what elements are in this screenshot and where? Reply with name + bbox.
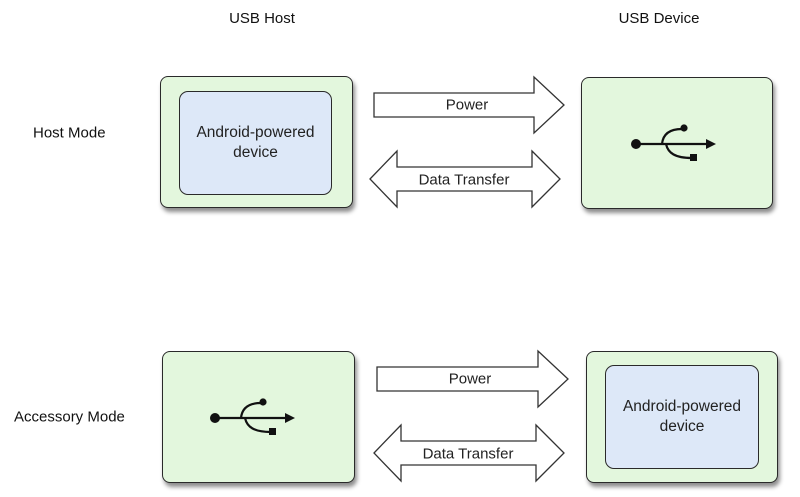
usb-icon	[210, 398, 295, 435]
data-transfer-arrow-label-accessory: Data Transfer	[422, 445, 514, 463]
column-label-usb-host: USB Host	[229, 10, 295, 27]
power-arrow-label: Power	[445, 96, 489, 114]
android-device-box: Android-powered device	[179, 91, 332, 195]
power-arrow-label-accessory: Power	[448, 370, 492, 388]
power-arrow	[373, 75, 565, 135]
android-device-label-line2: device	[659, 418, 705, 435]
row-label-host-mode: Host Mode	[33, 124, 106, 142]
usb-host-box: Android-powered device	[160, 76, 353, 208]
data-transfer-arrow	[369, 149, 561, 209]
android-device-label-line2: device	[233, 144, 278, 161]
power-arrow-accessory	[376, 349, 569, 409]
row-label-accessory-mode: Accessory Mode	[14, 408, 125, 426]
usb-device-box-accessory: Android-powered device	[586, 351, 778, 483]
usb-device-box	[581, 77, 773, 209]
data-transfer-arrow-accessory	[373, 423, 565, 483]
android-device-label-line1: Android-powered	[622, 398, 742, 415]
column-label-usb-device: USB Device	[618, 10, 700, 27]
android-device-label-line1: Android-powered	[196, 124, 315, 141]
usb-icon	[631, 124, 716, 161]
usb-host-box-accessory	[162, 351, 355, 483]
data-transfer-arrow-label: Data Transfer	[418, 171, 510, 189]
android-device-box: Android-powered device	[605, 365, 759, 469]
